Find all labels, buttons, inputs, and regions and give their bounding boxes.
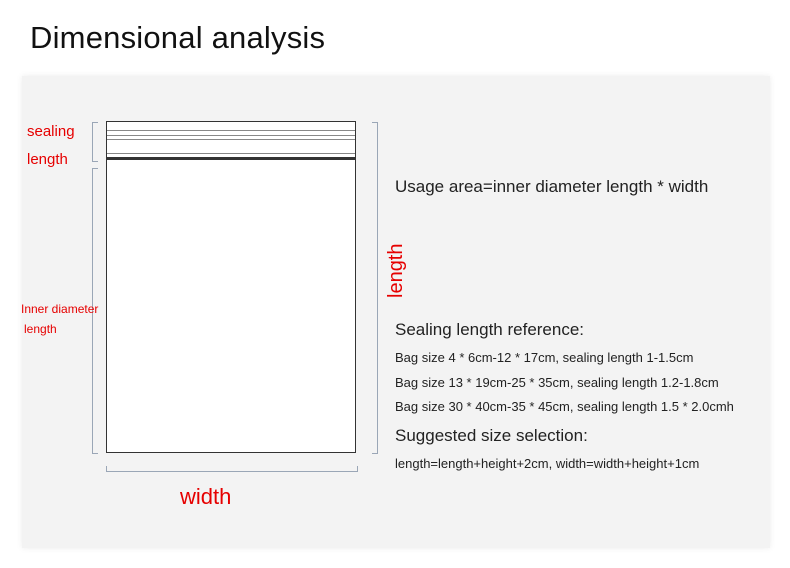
inner-diameter-label: Inner diameter length [21,299,98,339]
seal-line [107,139,355,140]
length-bracket [372,122,378,454]
inner-diameter-bracket [92,168,98,454]
seal-line [107,153,355,154]
seal-line [107,130,355,131]
usage-area-text: Usage area=inner diameter length * width [395,177,709,196]
suggested-size-heading: Suggested size selection: [395,426,588,445]
zipper-seal [107,157,355,160]
length-label: length [385,243,407,299]
seal-line [107,135,355,136]
inner-label-line2: length [24,322,57,336]
sealing-length-bracket [92,122,98,162]
page-title: Dimensional analysis [30,20,326,55]
inner-label-line1: Inner diameter [21,302,99,316]
sealing-length-label: sealing length [27,118,75,174]
suggested-size-formula: length=length+height+2cm, width=width+he… [395,456,700,471]
sealing-reference-item: Bag size 13 * 19cm-25 * 35cm, sealing le… [395,375,719,390]
sealing-label-line2: length [27,151,68,168]
width-bracket [106,466,358,472]
width-label: width [180,484,232,509]
bag-illustration [106,121,356,453]
sealing-label-line1: sealing [27,123,75,140]
sealing-reference-item: Bag size 4 * 6cm-12 * 17cm, sealing leng… [395,350,694,365]
sealing-reference-item: Bag size 30 * 40cm-35 * 45cm, sealing le… [395,399,734,414]
sealing-reference-heading: Sealing length reference: [395,320,585,339]
